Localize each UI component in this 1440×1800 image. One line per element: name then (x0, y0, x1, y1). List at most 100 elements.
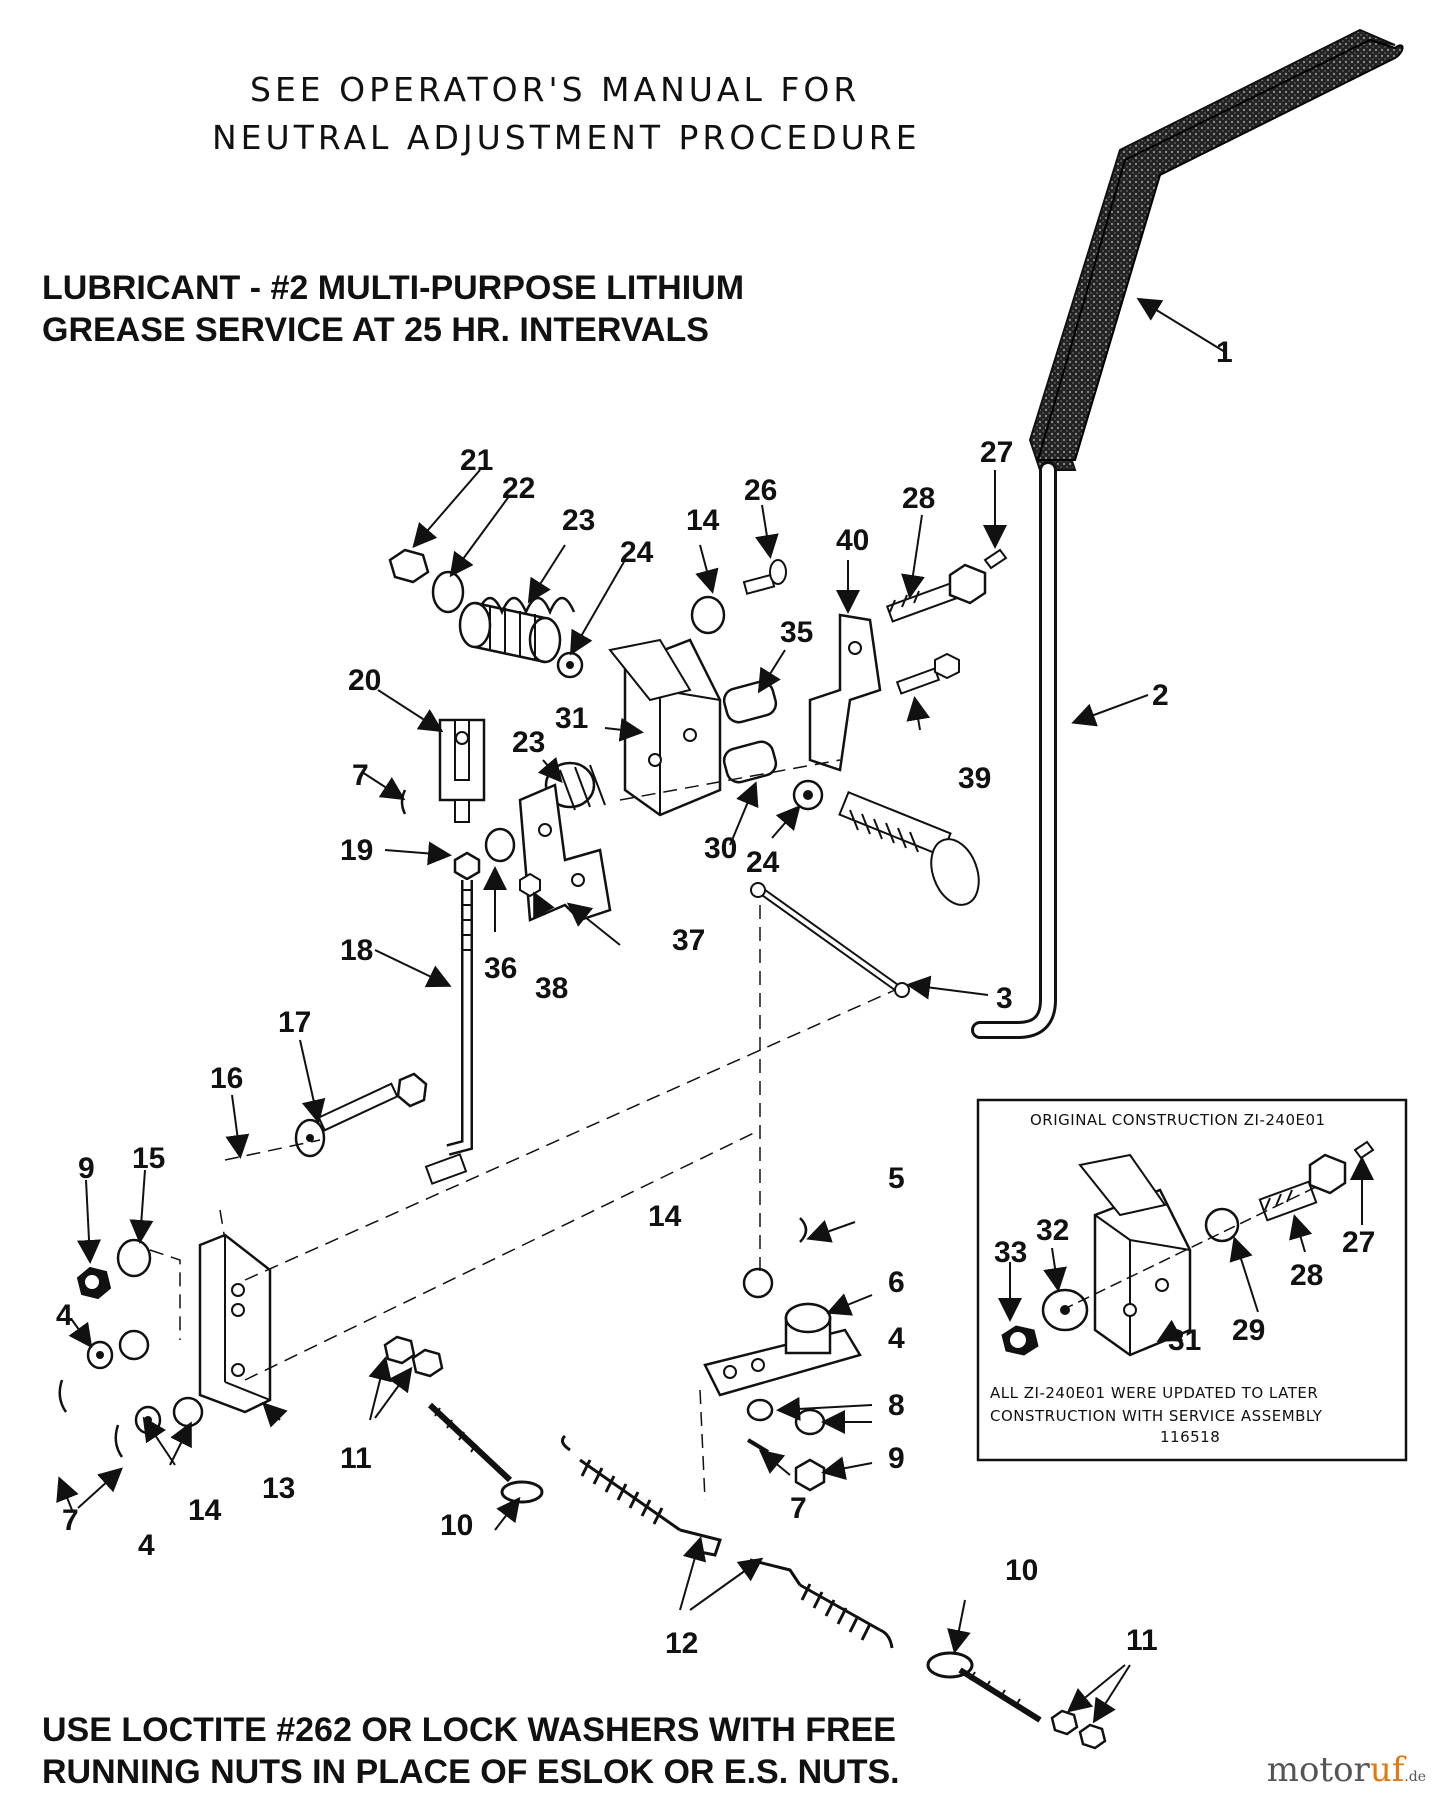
callout-5: 5 (888, 1162, 905, 1195)
clevis-20 (438, 718, 486, 823)
block-31 (608, 638, 722, 817)
callout-6: 6 (888, 1266, 905, 1299)
spring-12-lower (749, 1558, 894, 1649)
watermark-brand-a: motor (1266, 1750, 1370, 1790)
nut-19 (453, 851, 481, 881)
inset-callout-33: 33 (994, 1236, 1027, 1269)
watermark-brand-b: uf (1369, 1750, 1405, 1790)
inset-original-construction: ORIGINAL CONSTRUCTION ZI-240E01 33 32 (976, 1098, 1408, 1462)
callout-14-center: 14 (648, 1200, 682, 1233)
callout-labels: 1 2 3 5 6 4 8 9 7 10 12 10 11 11 13 14 4… (56, 336, 1233, 1660)
bushing-15 (116, 1238, 152, 1278)
callout-11-right: 11 (1126, 1624, 1158, 1657)
callout-18: 18 (340, 934, 373, 967)
spring-23-upper (458, 596, 576, 664)
plate-13 (198, 1233, 272, 1414)
inset-note-line-2: CONSTRUCTION WITH SERVICE ASSEMBLY (990, 1407, 1323, 1425)
callout-7-center: 7 (790, 1492, 807, 1525)
callout-4-left-top: 4 (56, 1299, 73, 1332)
bolt-26 (742, 559, 787, 595)
callout-23-upper: 23 (562, 504, 595, 537)
callout-26: 26 (744, 474, 777, 507)
nut-22 (431, 570, 465, 614)
nut-38 (519, 872, 541, 898)
bushing-14-left-a (118, 1329, 150, 1361)
callout-31: 31 (555, 702, 588, 735)
link-rod-inner (758, 888, 902, 992)
eyebolt-10-right (926, 1651, 1042, 1723)
callout-36: 36 (484, 952, 517, 985)
bolt-28 (885, 563, 987, 623)
callout-35: 35 (780, 616, 813, 649)
callout-17: 17 (278, 1006, 311, 1039)
callout-16: 16 (210, 1062, 243, 1095)
callout-3: 3 (996, 982, 1013, 1015)
pin-7-left-a (58, 1379, 68, 1413)
callout-8: 8 (888, 1389, 905, 1422)
inset-callout-27: 27 (1342, 1226, 1375, 1259)
callout-13: 13 (262, 1472, 295, 1505)
grease-fitting-27 (983, 548, 1008, 570)
callout-23-lower: 23 (512, 726, 545, 759)
lubricant-note-line-1: LUBRICANT - #2 MULTI-PURPOSE LITHIUM (42, 269, 745, 307)
callout-14-left: 14 (188, 1494, 222, 1527)
callout-38: 38 (535, 972, 568, 1005)
header-line-2: NEUTRAL ADJUSTMENT PROCEDURE (212, 118, 921, 157)
callout-39: 39 (958, 762, 991, 795)
footer-note-line-2: RUNNING NUTS IN PLACE OF ESLOK OR E.S. N… (42, 1753, 900, 1791)
pin-7-upper (400, 789, 407, 815)
bushing-14-center (742, 1267, 774, 1299)
nut-11-center-b (411, 1348, 444, 1378)
callout-4-left-bottom: 4 (138, 1529, 155, 1562)
pivot-plate-6 (703, 1302, 862, 1397)
bushing-30 (722, 740, 778, 784)
header-line-1: SEE OPERATOR'S MANUAL FOR (250, 70, 861, 109)
footer-note-line-1: USE LOCTITE #262 OR LOCK WASHERS WITH FR… (42, 1711, 896, 1749)
washer-8 (794, 1408, 826, 1436)
bushing-14-left-b (172, 1396, 204, 1428)
lever-rod (971, 461, 1057, 1039)
callout-40: 40 (836, 524, 869, 557)
callout-19: 19 (340, 834, 373, 867)
bracket-40 (808, 613, 882, 772)
lubricant-note-line-2: GREASE SERVICE AT 25 HR. INTERVALS (42, 311, 709, 349)
callout-37: 37 (672, 924, 705, 957)
inset-callout-29: 29 (1232, 1314, 1265, 1347)
nut-9-center (794, 1458, 826, 1492)
callout-1: 1 (1216, 336, 1233, 369)
callout-7-left: 7 (62, 1504, 79, 1537)
callout-22: 22 (502, 472, 535, 505)
callout-9-left: 9 (78, 1152, 95, 1185)
bushing-14-upper (690, 595, 726, 635)
callout-9-center: 9 (888, 1442, 905, 1475)
inset-note-line-3: 116518 (1160, 1428, 1220, 1446)
callout-14-upper: 14 (686, 504, 720, 537)
lever-rod-highlight (974, 464, 1054, 1036)
callout-10-center: 10 (440, 1509, 473, 1542)
clip-5 (799, 1217, 808, 1243)
bushing-35 (722, 680, 778, 724)
watermark-suffix: .de (1404, 1769, 1426, 1785)
callout-20: 20 (348, 664, 381, 697)
lever-grip-outline (1036, 38, 1404, 461)
lever-base-bolt (838, 790, 980, 906)
nut-21 (388, 548, 430, 584)
callout-15: 15 (132, 1142, 165, 1175)
callout-21: 21 (460, 444, 493, 477)
callout-27: 27 (980, 436, 1013, 469)
callout-24-upper: 24 (620, 536, 654, 569)
pin-7-center (746, 1438, 770, 1454)
callout-11-center: 11 (340, 1442, 372, 1475)
bolt-17 (294, 1072, 428, 1158)
bolt-39 (895, 652, 960, 695)
callout-2: 2 (1152, 679, 1169, 712)
callout-4-center: 4 (888, 1322, 905, 1355)
assembly-lines (149, 759, 896, 1501)
watermark-logo: motoruf.de (1267, 1750, 1426, 1790)
inset-callout-31: 31 (1168, 1324, 1201, 1357)
nut-11-right-b (1078, 1723, 1107, 1750)
callout-12: 12 (665, 1627, 698, 1660)
callout-28: 28 (902, 482, 935, 515)
spring-12-upper (560, 1434, 722, 1557)
